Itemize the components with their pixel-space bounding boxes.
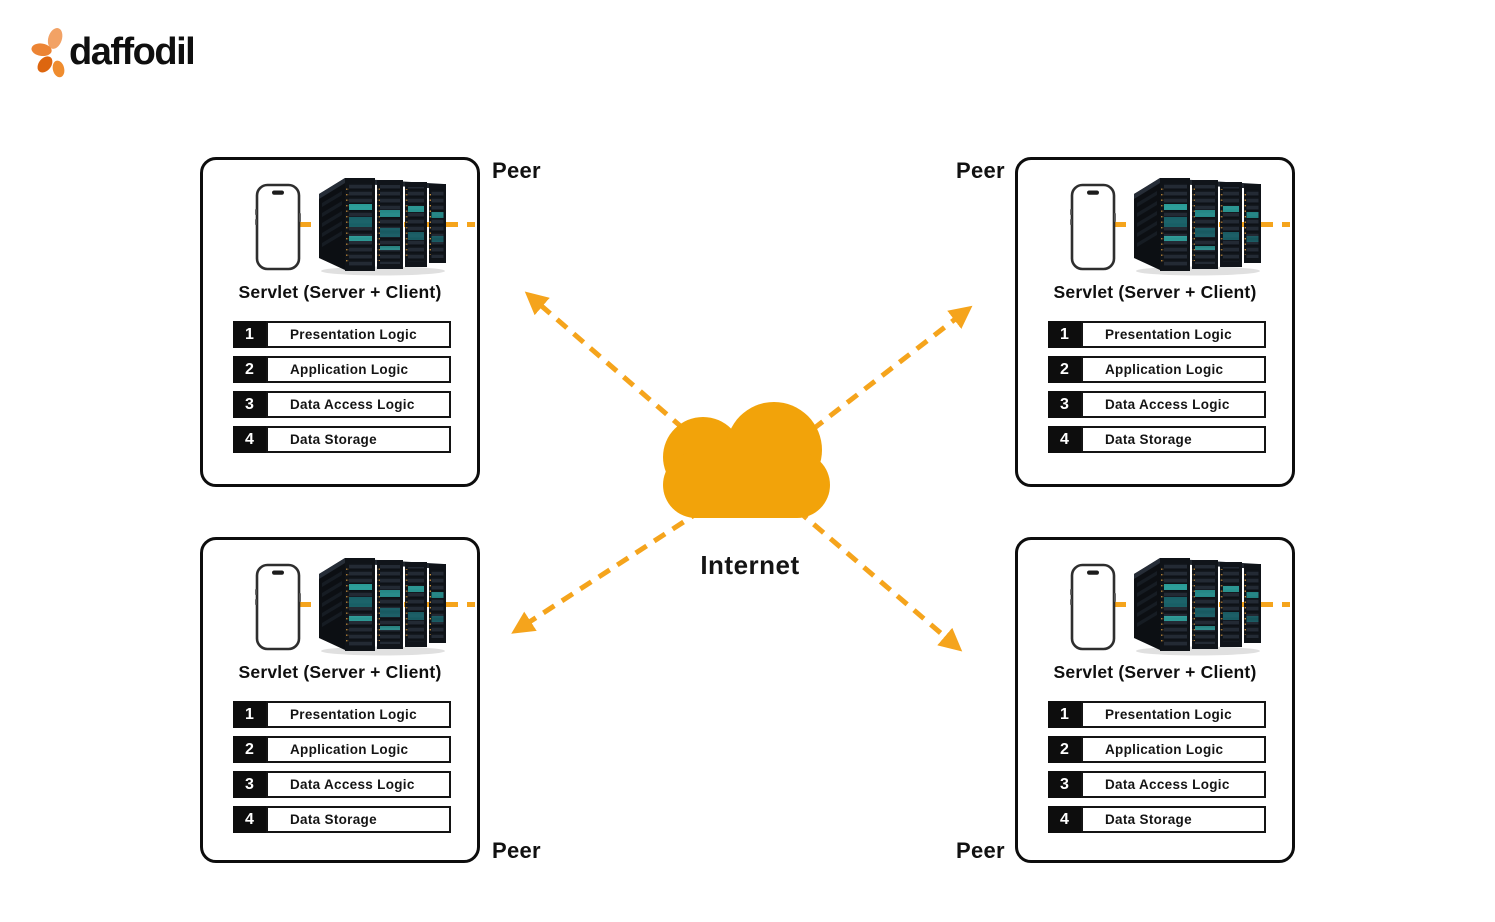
layer-label: Data Access Logic — [1081, 771, 1266, 798]
peer-card-top-left: Servlet (Server + Client) 1 Presentation… — [200, 157, 480, 487]
layer-number: 2 — [233, 736, 266, 763]
layer-row: 4 Data Storage — [233, 426, 451, 453]
layer-row: 1 Presentation Logic — [1048, 321, 1266, 348]
layer-list: 1 Presentation Logic 2 Application Logic… — [1048, 701, 1266, 833]
layer-row: 2 Application Logic — [1048, 736, 1266, 763]
server-rack-icon — [1132, 550, 1264, 656]
internet-cloud-icon — [663, 402, 830, 518]
layer-number: 4 — [1048, 426, 1081, 453]
smartphone-icon — [255, 183, 301, 271]
smartphone-icon — [1070, 183, 1116, 271]
internet-label: Internet — [700, 550, 800, 580]
daffodil-logo: daffodil — [30, 26, 196, 78]
layer-list: 1 Presentation Logic 2 Application Logic… — [233, 321, 451, 453]
dashed-arrow-to-top-left-peer — [524, 291, 702, 445]
servlet-title: Servlet (Server + Client) — [1053, 662, 1257, 682]
smartphone-icon — [255, 563, 301, 651]
layer-row: 2 Application Logic — [233, 356, 451, 383]
layer-row: 4 Data Storage — [233, 806, 451, 833]
layer-number: 4 — [233, 806, 266, 833]
layer-label: Presentation Logic — [1081, 321, 1266, 348]
layer-number: 1 — [1048, 321, 1081, 348]
servlet-title: Servlet (Server + Client) — [238, 282, 442, 302]
layer-label: Presentation Logic — [266, 701, 451, 728]
layer-number: 4 — [1048, 806, 1081, 833]
peer-card-bottom-left: Servlet (Server + Client) 1 Presentation… — [200, 537, 480, 863]
phone-server-dashed-link — [1093, 222, 1290, 227]
peer-card-bottom-right: Servlet (Server + Client) 1 Presentation… — [1015, 537, 1295, 863]
peer-label-top-left: Peer — [492, 158, 541, 183]
layer-row: 3 Data Access Logic — [1048, 391, 1266, 418]
layer-number: 3 — [233, 771, 266, 798]
layer-row: 4 Data Storage — [1048, 806, 1266, 833]
layer-label: Application Logic — [1081, 356, 1266, 383]
layer-list: 1 Presentation Logic 2 Application Logic… — [233, 701, 451, 833]
servlet-title: Servlet (Server + Client) — [238, 662, 442, 682]
layer-label: Data Access Logic — [266, 391, 451, 418]
phone-server-dashed-link — [278, 222, 475, 227]
peer-card-top-right: Servlet (Server + Client) 1 Presentation… — [1015, 157, 1295, 487]
layer-label: Data Storage — [266, 426, 451, 453]
layer-label: Application Logic — [1081, 736, 1266, 763]
layer-number: 1 — [233, 701, 266, 728]
layer-list: 1 Presentation Logic 2 Application Logic… — [1048, 321, 1266, 453]
layer-row: 3 Data Access Logic — [233, 391, 451, 418]
layer-number: 3 — [1048, 391, 1081, 418]
layer-number: 2 — [1048, 736, 1081, 763]
layer-row: 2 Application Logic — [233, 736, 451, 763]
logo-brand-text: daffodil — [69, 31, 196, 73]
server-rack-icon — [317, 550, 449, 656]
layer-number: 3 — [1048, 771, 1081, 798]
layer-row: 1 Presentation Logic — [233, 321, 451, 348]
phone-server-dashed-link — [1093, 602, 1290, 607]
server-rack-icon — [317, 170, 449, 276]
layer-label: Presentation Logic — [266, 321, 451, 348]
layer-number: 2 — [233, 356, 266, 383]
layer-label: Presentation Logic — [1081, 701, 1266, 728]
layer-row: 4 Data Storage — [1048, 426, 1266, 453]
phone-server-dashed-link — [278, 602, 475, 607]
layer-label: Application Logic — [266, 356, 451, 383]
layer-number: 4 — [233, 426, 266, 453]
layer-number: 1 — [1048, 701, 1081, 728]
peer-label-top-right: Peer — [956, 158, 1005, 183]
layer-row: 1 Presentation Logic — [1048, 701, 1266, 728]
layer-number: 2 — [1048, 356, 1081, 383]
layer-row: 1 Presentation Logic — [233, 701, 451, 728]
servlet-title: Servlet (Server + Client) — [1053, 282, 1257, 302]
layer-number: 3 — [233, 391, 266, 418]
server-rack-icon — [1132, 170, 1264, 276]
layer-row: 3 Data Access Logic — [1048, 771, 1266, 798]
smartphone-icon — [1070, 563, 1116, 651]
dashed-arrow-to-top-right-peer — [793, 305, 973, 445]
layer-label: Data Access Logic — [266, 771, 451, 798]
layer-label: Data Access Logic — [1081, 391, 1266, 418]
layer-row: 2 Application Logic — [1048, 356, 1266, 383]
peer-label-bottom-right: Peer — [956, 838, 1005, 863]
peer-label-bottom-left: Peer — [492, 838, 541, 863]
layer-label: Application Logic — [266, 736, 451, 763]
layer-label: Data Storage — [266, 806, 451, 833]
layer-row: 3 Data Access Logic — [233, 771, 451, 798]
layer-number: 1 — [233, 321, 266, 348]
layer-label: Data Storage — [1081, 426, 1266, 453]
layer-label: Data Storage — [1081, 806, 1266, 833]
